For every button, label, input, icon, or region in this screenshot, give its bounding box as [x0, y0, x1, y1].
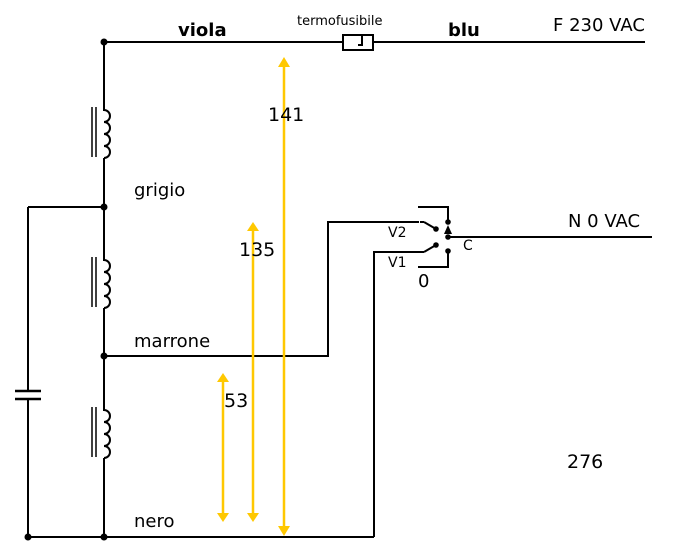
measurement-arrow-141 [278, 57, 290, 536]
label-switch-off: 0 [418, 271, 429, 292]
label-measure-135: 135 [239, 239, 275, 261]
wire-nero-v1 [373, 251, 420, 537]
junction-dot [24, 533, 32, 541]
label-viola: viola [178, 20, 227, 41]
label-grigio: grigio [134, 180, 185, 201]
winding-3-icon [91, 407, 111, 459]
label-neutral: N 0 VAC [568, 211, 640, 232]
label-termofusibile: termofusibile [297, 14, 383, 29]
label-measure-53: 53 [224, 390, 248, 412]
measurement-arrow-135 [247, 222, 259, 522]
measurement-arrow-53 [217, 373, 229, 522]
label-measure-141: 141 [268, 104, 304, 126]
label-nero: nero [134, 511, 175, 532]
junction-dot [100, 533, 108, 541]
label-switch-v1: V1 [388, 255, 406, 271]
wire-marrone [104, 221, 419, 357]
label-marrone: marrone [134, 331, 210, 352]
label-switch-common: C [463, 238, 473, 254]
thermal-fuse-icon [342, 34, 374, 51]
capacitor-icon [15, 389, 41, 401]
speed-switch [418, 206, 652, 268]
winding-2-icon [91, 257, 111, 309]
label-total: 276 [567, 451, 603, 473]
label-phase: F 230 VAC [553, 15, 645, 36]
winding-1-icon [91, 107, 111, 159]
label-switch-v2: V2 [388, 225, 406, 241]
label-blu: blu [448, 20, 480, 41]
